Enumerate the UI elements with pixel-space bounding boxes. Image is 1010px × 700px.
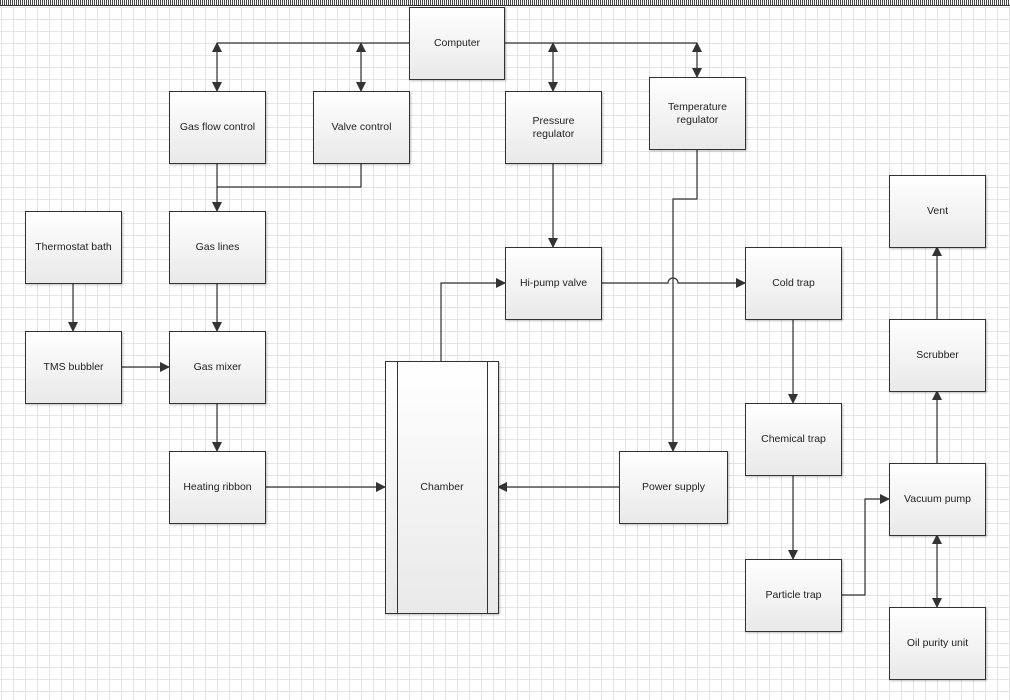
vacuum-pump-block[interactable]: Vacuum pump [889, 463, 986, 536]
block-label: Heating ribbon [183, 481, 252, 493]
heating-ribbon-block[interactable]: Heating ribbon [169, 451, 266, 524]
block-label: Gas flow control [179, 121, 256, 133]
gas-flow-control-block[interactable]: Gas flow control [169, 91, 266, 164]
block-label: Valve control [331, 121, 392, 133]
block-label: Particle trap [765, 589, 822, 601]
oil-purity-unit-block[interactable]: Oil purity unit [889, 607, 986, 680]
temperature-regulator-block[interactable]: Temperature regulator [649, 77, 746, 150]
tms-bubbler-block[interactable]: TMS bubbler [25, 331, 122, 404]
chamber-inner-line [487, 362, 488, 613]
block-label: Vacuum pump [904, 493, 971, 505]
thermostat-bath-block[interactable]: Thermostat bath [25, 211, 122, 284]
scrubber-block[interactable]: Scrubber [889, 319, 986, 392]
vent-block[interactable]: Vent [889, 175, 986, 248]
block-label: Temperature regulator [668, 100, 727, 126]
link-temperature-power [668, 149, 698, 452]
power-supply-block[interactable]: Power supply [619, 451, 728, 524]
block-label: Power supply [641, 481, 706, 493]
hi-pump-valve-block[interactable]: Hi-pump valve [505, 247, 602, 320]
block-label: Gas lines [195, 241, 240, 253]
block-label: Computer [433, 37, 481, 49]
gas-mixer-block[interactable]: Gas mixer [169, 331, 266, 404]
cold-trap-block[interactable]: Cold trap [745, 247, 842, 320]
block-label: Scrubber [916, 349, 959, 361]
block-label: Cold trap [772, 277, 815, 289]
valve-control-block[interactable]: Valve control [313, 91, 410, 164]
chemical-trap-block[interactable]: Chemical trap [745, 403, 842, 476]
pressure-regulator-block[interactable]: Pressure regulator [505, 91, 602, 164]
block-label: Thermostat bath [35, 241, 112, 253]
computer-block[interactable]: Computer [409, 7, 505, 80]
gas-lines-block[interactable]: Gas lines [169, 211, 266, 284]
block-label: Pressure regulator [532, 114, 575, 140]
link-particle-vacuum [841, 494, 890, 596]
block-label: Gas mixer [193, 361, 242, 373]
particle-trap-block[interactable]: Particle trap [745, 559, 842, 632]
block-label: TMS bubbler [43, 361, 104, 373]
block-label: Vent [926, 205, 949, 217]
block-label: Hi-pump valve [519, 277, 588, 289]
block-label: Chemical trap [761, 433, 826, 445]
link-chamber-hipump [440, 278, 506, 361]
chamber-inner-line [397, 362, 398, 613]
ruler-band [0, 0, 1010, 6]
link-valve-gaslines [217, 163, 362, 188]
block-label: Oil purity unit [906, 637, 969, 649]
link-hipump-coldtrap [601, 277, 746, 288]
chamber-block[interactable]: Chamber [385, 361, 499, 614]
block-label: Chamber [420, 481, 464, 493]
